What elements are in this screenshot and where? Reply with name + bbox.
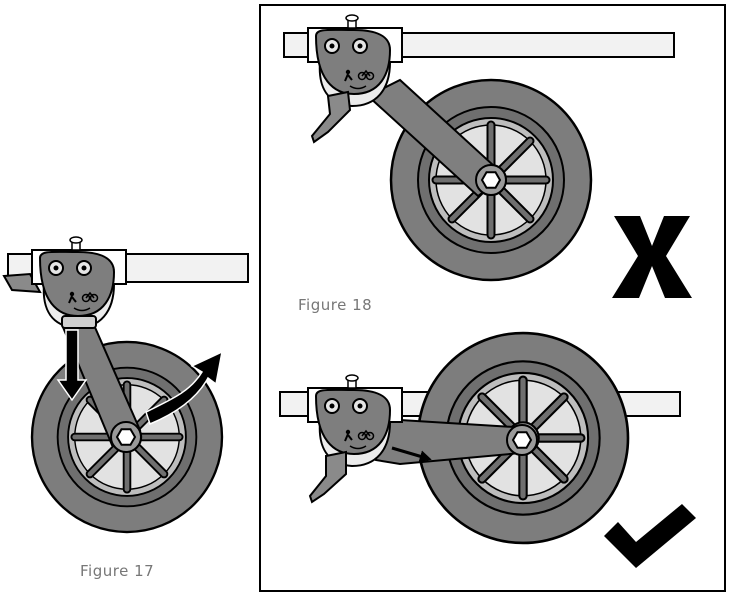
figure-17-illustration [2,236,249,532]
checkmark-icon [604,504,696,568]
wheel-mount-clamp [31,236,127,329]
incorrect-x-mark [612,216,692,298]
correct-position-illustration [279,333,681,543]
incorrect-position-illustration [283,14,675,280]
figure-18-frame [259,4,726,592]
figure-18-caption: Figure 18 [298,296,373,314]
figure-17-caption: Figure 17 [80,562,155,580]
rotate-arrow [145,350,224,426]
push-down-arrow [56,329,88,402]
direction-arrow [391,446,432,463]
